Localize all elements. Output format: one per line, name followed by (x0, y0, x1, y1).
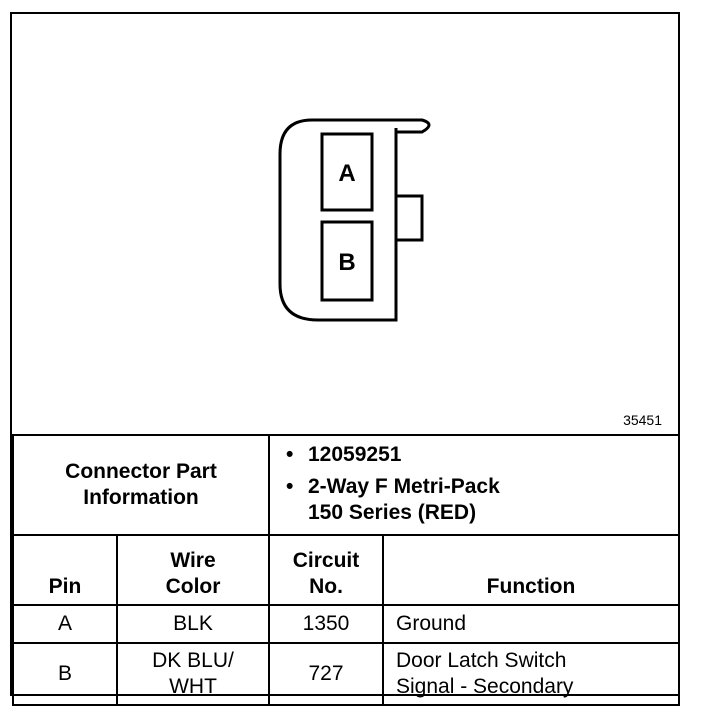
pin-label-a: A (338, 160, 355, 187)
table-row: B DK BLU/ WHT 727 Door Latch Switch Sign… (12, 642, 680, 706)
table-row: A BLK 1350 Ground (12, 604, 680, 644)
pin-label-b: B (338, 249, 355, 276)
connector-side-latch (394, 194, 424, 242)
connector-info-table: Connector Part Information • 12059251 • … (12, 434, 680, 706)
connector-type-line1: 2-Way F Metri-Pack (308, 475, 500, 498)
header-circuit-label: Circuit (292, 549, 360, 572)
connector-lock-tab (396, 118, 431, 134)
header-no-label: No. (309, 575, 343, 598)
connector-body (278, 118, 412, 322)
connector-drawing: A B (278, 118, 431, 322)
pin-cavity-a (320, 132, 374, 212)
header-pin-label: Pin (48, 575, 82, 598)
connector-type-item: • 2-Way F Metri-Pack 150 Series (RED) (286, 474, 678, 526)
circuit-cell: 727 (268, 642, 384, 706)
header-function-label: Function (486, 575, 576, 598)
wire-color-cell: BLK (116, 604, 270, 644)
part-info-list: • 12059251 • 2-Way F Metri-Pack 150 Seri… (268, 434, 680, 536)
header-circuit: Circuit No. (268, 534, 384, 606)
header-function: Function (382, 534, 680, 606)
part-info-header: Connector Part Information (12, 434, 270, 536)
pin-cavity-b (320, 220, 374, 302)
function-cell: Door Latch Switch Signal - Secondary (382, 642, 680, 706)
function-cell: Ground (382, 604, 680, 644)
part-info-header-line2: Information (83, 486, 199, 509)
pin-cell: B (12, 642, 118, 706)
function-line: Ground (396, 612, 467, 635)
wire-color-line: DK BLU/ (152, 649, 234, 672)
bullet: • (286, 475, 294, 498)
header-wire-label: Wire (170, 549, 216, 572)
part-number: 12059251 (308, 443, 402, 466)
connector-type-line2: 150 Series (RED) (308, 501, 477, 524)
wire-color-line: WHT (169, 675, 217, 698)
part-number-item: • 12059251 (286, 442, 678, 468)
connector-diagram-frame: A B 35451 Connector Part Information • 1… (10, 12, 680, 706)
wire-color-line: BLK (173, 612, 213, 635)
bullet: • (286, 443, 294, 466)
pin-cell: A (12, 604, 118, 644)
header-color-label: Color (165, 575, 221, 598)
part-info-header-line1: Connector Part (65, 460, 217, 483)
wire-color-cell: DK BLU/ WHT (116, 642, 270, 706)
function-line: Door Latch Switch (396, 649, 567, 672)
circuit-cell: 1350 (268, 604, 384, 644)
function-line: Signal - Secondary (396, 675, 574, 698)
header-pin: Pin (12, 534, 118, 606)
header-wire-color: Wire Color (116, 534, 270, 606)
figure-id: 35451 (623, 412, 662, 428)
